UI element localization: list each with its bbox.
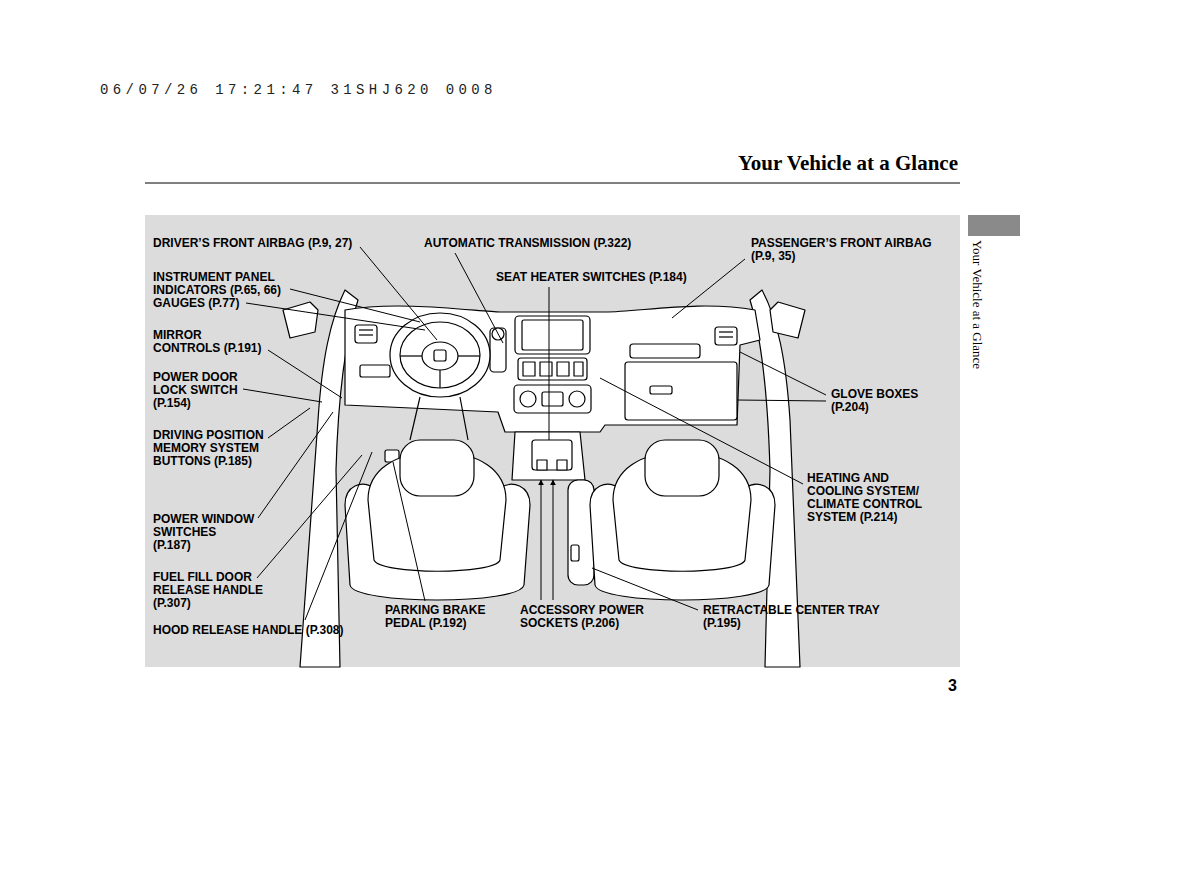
- cockpit-drawing-part: [410, 397, 420, 440]
- cockpit-drawing-part: [514, 385, 591, 413]
- cockpit-drawing-part: [400, 440, 474, 496]
- cockpit-drawing-part: [557, 460, 567, 470]
- callout-label: GLOVE BOXES (P.204): [831, 388, 926, 414]
- callout-label: HOOD RELEASE HANDLE (P.308): [153, 624, 343, 637]
- leader-lines-part: [672, 259, 745, 318]
- callout-label: RETRACTABLE CENTER TRAY (P.195): [703, 604, 888, 630]
- callout-label: AUTOMATIC TRANSMISSION (P.322): [424, 237, 631, 250]
- cockpit-drawing-part: [458, 355, 480, 356]
- leader-lines-part: [290, 289, 420, 322]
- leader-lines-part: [246, 303, 425, 330]
- leader-lines-part: [268, 350, 342, 398]
- cockpit-drawing-part: [359, 334, 373, 335]
- leader-lines-part: [268, 408, 310, 438]
- cockpit-drawing-part: [359, 329, 373, 330]
- cockpit-drawing-part: [630, 344, 700, 358]
- callout-label: DRIVING POSITION MEMORY SYSTEM BUTTONS (…: [153, 429, 269, 468]
- cockpit-drawing-part: [345, 306, 760, 432]
- leader-lines-part: [455, 253, 503, 343]
- cockpit-drawing-part: [719, 336, 733, 337]
- callout-label: POWER DOOR LOCK SWITCH (P.154): [153, 371, 253, 410]
- leader-lines-part: [549, 287, 550, 440]
- cockpit-drawing-part: [568, 480, 594, 585]
- leader-lines-part: [553, 480, 554, 600]
- cockpit-drawing-part: [523, 362, 535, 376]
- cockpit-drawing-part: [390, 313, 490, 397]
- callout-label: PARKING BRAKE PEDAL (P.192): [385, 604, 490, 630]
- cockpit-drawing-part: [422, 342, 458, 370]
- cockpit-drawing-part: [355, 325, 377, 343]
- page-rule: [145, 183, 960, 184]
- callout-label: HEATING AND COOLING SYSTEM/ CLIMATE CONT…: [807, 472, 927, 524]
- callout-label: GAUGES (P.77): [153, 297, 239, 310]
- cockpit-drawing-part: [574, 362, 583, 376]
- leader-lines-part: [737, 400, 826, 401]
- section-tab-part: [968, 215, 1020, 236]
- cockpit-drawing-part: [542, 392, 563, 406]
- callout-label: INSTRUMENT PANEL INDICATORS (P.65, 66): [153, 271, 291, 297]
- cockpit-drawing-part: [625, 362, 737, 420]
- page-number: 3: [948, 677, 957, 695]
- callout-label: PASSENGER’S FRONT AIRBAG (P.9, 35): [751, 237, 946, 263]
- callout-label: FUEL FILL DOOR RELEASE HANDLE (P.307): [153, 571, 268, 610]
- cockpit-drawing-part: [520, 391, 536, 407]
- cockpit-drawing-part: [400, 322, 480, 388]
- callout-label: SEAT HEATER SWITCHES (P.184): [496, 271, 687, 284]
- cockpit-drawing-part: [518, 358, 587, 380]
- cockpit-drawing-part: [715, 327, 737, 345]
- leader-lines-part: [600, 378, 803, 484]
- cockpit-drawing-part: [434, 350, 446, 361]
- callout-label: DRIVER’S FRONT AIRBAG (P.9, 27): [153, 237, 352, 250]
- leader-lines-part: [541, 480, 542, 600]
- leader-lines-part: [740, 352, 826, 395]
- cockpit-drawing-part: [540, 362, 552, 376]
- cockpit-drawing-part: [460, 397, 468, 440]
- figure-panel: [145, 215, 960, 667]
- leader-lines: [243, 247, 826, 620]
- cockpit-drawing-part: [515, 316, 590, 354]
- figure-panel-part: [145, 215, 960, 667]
- cockpit-drawing-part: [532, 440, 572, 470]
- cockpit-drawing-part: [522, 320, 583, 350]
- cockpit-drawing-part: [645, 440, 719, 496]
- cockpit-drawing-part: [537, 460, 547, 470]
- page-rule-part: [145, 183, 960, 184]
- cockpit-drawing-part: [569, 391, 585, 407]
- cockpit-drawing-part: [557, 362, 569, 376]
- cockpit-drawing-part: [770, 302, 805, 338]
- section-tab: [968, 215, 1020, 236]
- callout-label: POWER WINDOW SWITCHES (P.187): [153, 513, 257, 552]
- cockpit-drawing-part: [360, 365, 390, 377]
- cockpit-drawing-part: [571, 545, 579, 561]
- cockpit-drawing-part: [283, 302, 318, 338]
- callout-label: MIRROR CONTROLS (P.191): [153, 329, 267, 355]
- leader-lines-part: [243, 389, 322, 402]
- cockpit-drawing-part: [400, 355, 422, 356]
- callout-label: ACCESSORY POWER SOCKETS (P.206): [520, 604, 648, 630]
- section-tab-label: Your Vehicle at a Glance: [970, 240, 984, 369]
- leader-lines-part: [305, 452, 372, 620]
- print-stamp: 06/07/26 17:21:47 31SHJ620 0008: [100, 82, 497, 98]
- page-title: Your Vehicle at a Glance: [738, 151, 958, 175]
- leader-lines-part: [393, 462, 425, 601]
- cockpit-drawing-part: [719, 331, 733, 332]
- cockpit-drawing-part: [650, 386, 672, 394]
- cockpit-drawing-part: [439, 370, 440, 388]
